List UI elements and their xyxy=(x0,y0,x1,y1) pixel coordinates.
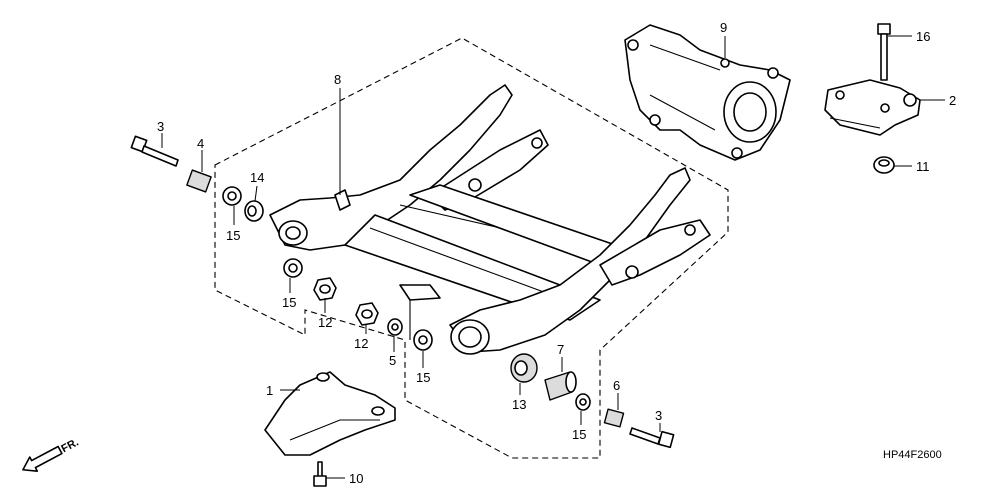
bearing-13 xyxy=(510,353,538,383)
front-direction-arrow: FR. xyxy=(22,436,81,472)
bushing-14 xyxy=(244,200,264,222)
callout-4: 4 xyxy=(197,136,204,151)
callouts: 8 3 4 14 15 15 12 12 5 15 13 7 15 6 3 9 … xyxy=(157,20,956,486)
seal-15-c xyxy=(413,329,433,351)
nut-12-a xyxy=(313,277,337,301)
callout-7: 7 xyxy=(557,342,564,357)
bolt-3-right xyxy=(629,427,675,449)
assembly-outline xyxy=(214,37,729,459)
hub-housing xyxy=(624,24,791,161)
callout-16: 16 xyxy=(916,29,930,44)
skid-plate xyxy=(264,371,396,456)
callout-12-b: 12 xyxy=(354,336,368,351)
collar-4 xyxy=(186,169,212,193)
bracket-plate xyxy=(824,79,921,136)
diagram-code: HP44F2600 xyxy=(883,449,942,461)
nut-11 xyxy=(873,156,895,174)
callout-6: 6 xyxy=(613,378,620,393)
callout-3-left: 3 xyxy=(157,119,164,134)
callout-2: 2 xyxy=(949,93,956,108)
callout-11: 11 xyxy=(916,159,930,174)
callout-10: 10 xyxy=(349,471,363,486)
callout-15-d: 15 xyxy=(572,427,586,442)
callout-9: 9 xyxy=(720,20,727,35)
callout-8: 8 xyxy=(334,72,341,87)
callout-5: 5 xyxy=(389,353,396,368)
seal-15-d xyxy=(575,393,591,411)
bushing-7 xyxy=(544,371,577,401)
bolt-10 xyxy=(313,461,327,487)
seal-15-a xyxy=(222,186,242,206)
callout-1: 1 xyxy=(266,383,273,398)
callout-15-c: 15 xyxy=(416,370,430,385)
callout-3-right: 3 xyxy=(655,408,662,423)
nut-12-b xyxy=(355,302,379,326)
washer-5 xyxy=(387,318,403,336)
callout-13: 13 xyxy=(512,397,526,412)
collar-6 xyxy=(603,408,625,428)
callout-15-b: 15 xyxy=(282,295,296,310)
swingarm xyxy=(269,84,711,355)
direction-label: FR. xyxy=(59,436,80,455)
bolt-16 xyxy=(877,23,891,81)
seal-15-b xyxy=(283,258,303,278)
callout-12-a: 12 xyxy=(318,315,332,330)
callout-15-a: 15 xyxy=(226,228,240,243)
callout-14: 14 xyxy=(250,170,264,185)
leader-lines xyxy=(161,35,945,479)
bolt-3-left xyxy=(130,135,179,167)
